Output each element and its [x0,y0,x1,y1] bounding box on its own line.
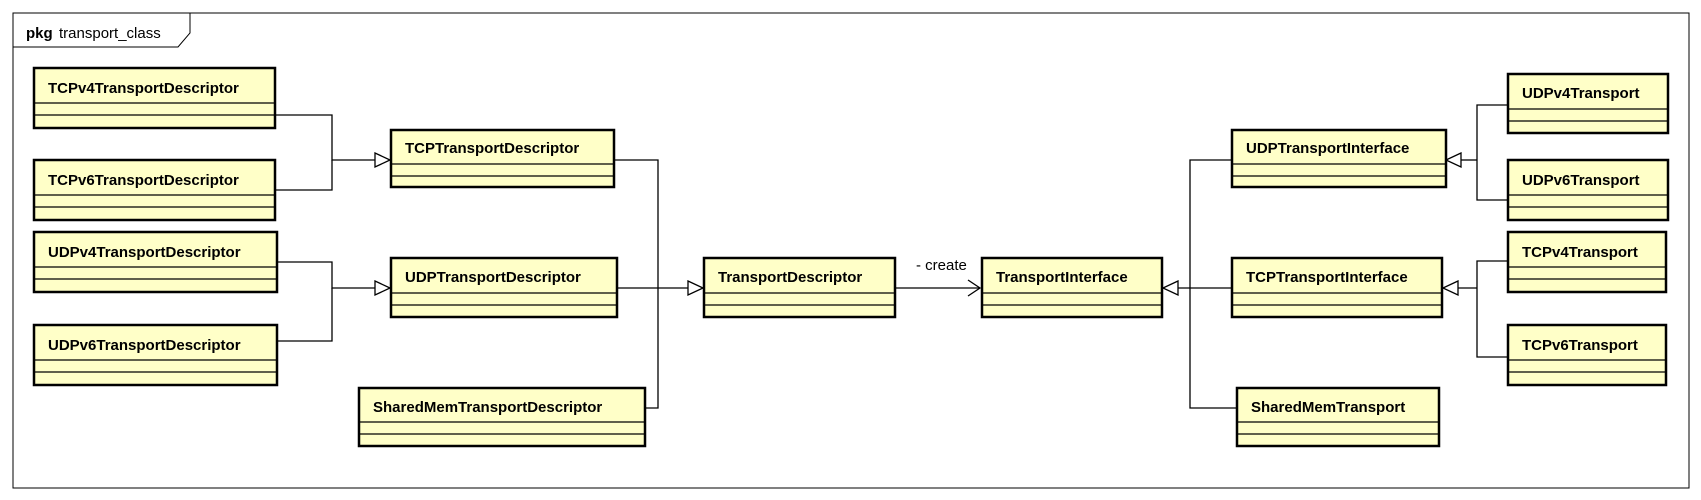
create-label: - create [916,257,967,274]
class-udpv4-transport-descriptor[interactable]: UDPv4TransportDescriptor [32,230,279,294]
class-name: UDPv6TransportDescriptor [48,337,241,354]
class-udpv6-transport[interactable]: UDPv6Transport [1506,158,1670,222]
generalization-udpv6-desc [277,288,333,342]
class-transport-descriptor[interactable]: TransportDescriptor [702,256,897,319]
generalization-tcpv4 [1476,260,1508,358]
generalization-arrowhead-transport-iface [1161,279,1179,297]
class-name: TCPv6TransportDescriptor [48,172,239,189]
class-name: UDPv6Transport [1522,172,1640,189]
package-frame: pkg transport_class [12,12,1690,489]
generalization-arrowhead-tcp-desc [374,151,392,169]
class-name: SharedMemTransportDescriptor [373,399,602,416]
class-name: UDPTransportInterface [1246,140,1409,157]
class-udp-transport-descriptor[interactable]: UDPTransportDescriptor [389,256,619,319]
generalization-shm-desc [645,288,659,409]
class-name: UDPv4Transport [1522,85,1640,102]
class-tcp-transport-interface[interactable]: TCPTransportInterface [1230,256,1444,319]
generalization-arrowhead-tcp-iface [1441,279,1459,297]
class-tcp-transport-descriptor[interactable]: TCPTransportDescriptor [389,128,616,189]
class-udp-transport-interface[interactable]: UDPTransportInterface [1230,128,1448,189]
class-sharedmem-transport-descriptor[interactable]: SharedMemTransportDescriptor [357,386,647,448]
class-tcpv6-transport-descriptor[interactable]: TCPv6TransportDescriptor [32,158,277,222]
generalization-arrowhead-udp-desc [374,279,392,297]
generalization-udpv4 [1476,104,1508,201]
association-arrowhead-create [967,279,982,297]
class-name: TransportInterface [996,269,1128,286]
package-name: transport_class [59,25,161,42]
class-name: UDPTransportDescriptor [405,269,581,286]
connectors: - create [275,104,1508,409]
generalization-udpv4-desc [277,261,375,289]
class-tcpv4-transport-descriptor[interactable]: TCPv4TransportDescriptor [32,66,277,130]
class-name: TransportDescriptor [718,269,862,286]
class-tcpv6-transport[interactable]: TCPv6Transport [1506,323,1668,387]
generalization-tcpv4-desc [275,114,375,161]
class-name: UDPv4TransportDescriptor [48,244,241,261]
generalization-tcpv6-desc [275,160,333,191]
class-name: TCPTransportInterface [1246,269,1408,286]
class-name: SharedMemTransport [1251,399,1405,416]
class-name: TCPv4TransportDescriptor [48,80,239,97]
class-name: TCPv4Transport [1522,244,1638,261]
class-tcpv4-transport[interactable]: TCPv4Transport [1506,230,1668,294]
class-name: TCPTransportDescriptor [405,140,579,157]
generalization-arrowhead-transport-desc [687,279,705,297]
generalization-tcp-desc [614,159,659,288]
class-transport-interface[interactable]: TransportInterface [980,256,1164,319]
generalization-udp-iface [1189,159,1237,409]
class-udpv4-transport[interactable]: UDPv4Transport [1506,72,1670,135]
generalization-arrowhead-udp-iface [1444,151,1462,169]
class-udpv6-transport-descriptor[interactable]: UDPv6TransportDescriptor [32,323,279,387]
class-sharedmem-transport[interactable]: SharedMemTransport [1235,386,1441,448]
package-keyword: pkg [26,25,53,42]
class-name: TCPv6Transport [1522,337,1638,354]
